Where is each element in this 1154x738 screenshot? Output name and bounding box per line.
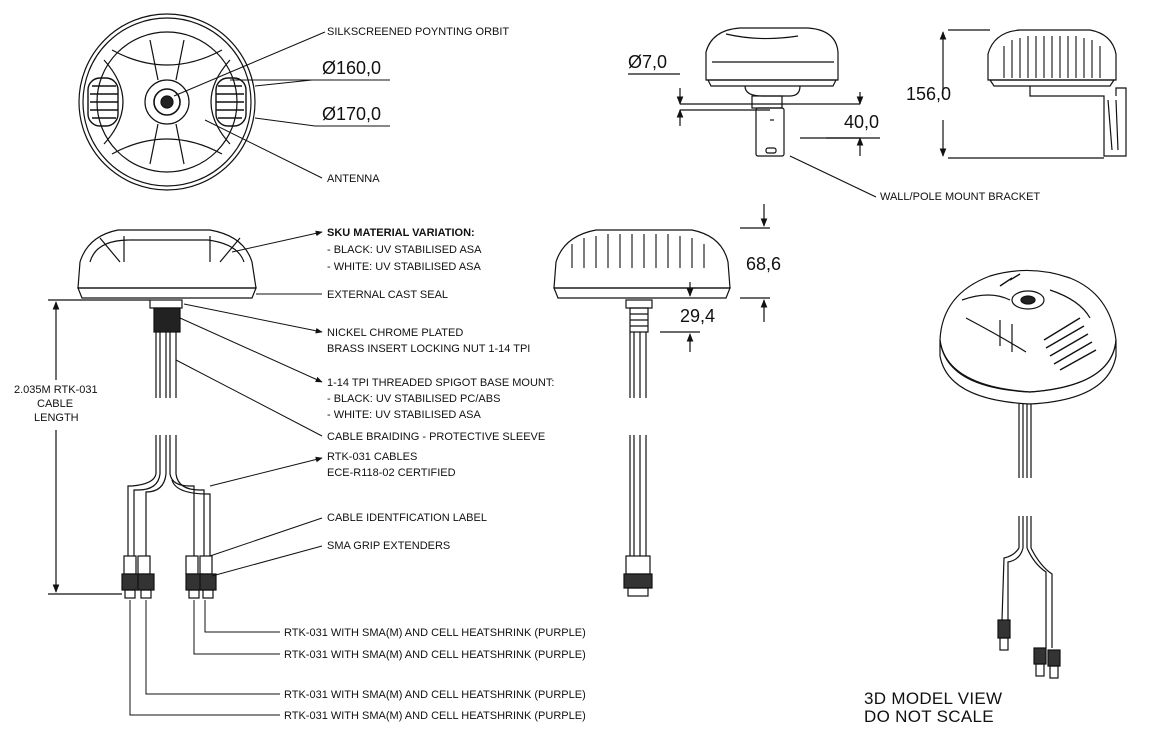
front-view — [48, 229, 257, 599]
wall-mount-callout: WALL/POLE MOUNT BRACKET — [880, 191, 1041, 203]
connector-callout-3: RTK-031 WITH SMA(M) AND CELL HEATSHRINK … — [284, 689, 586, 701]
cables-callout-line1: RTK-031 CABLES — [327, 451, 418, 463]
model-note-line1: 3D MODEL VIEW — [864, 689, 1003, 708]
cable-length-line1: 2.035M RTK-031 — [14, 384, 98, 396]
nut-callout-line1: NICKEL CHROME PLATED — [327, 327, 464, 339]
antenna-callout: ANTENNA — [327, 173, 380, 185]
diameter-160-dimension: Ø160,0 — [322, 58, 382, 78]
middle-front-view — [553, 204, 770, 597]
cast-seal-callout: EXTERNAL CAST SEAL — [327, 289, 449, 301]
cable-length-line3: LENGTH — [34, 412, 79, 424]
model-note-line2: DO NOT SCALE — [864, 707, 994, 726]
height-29-dimension: 29,4 — [680, 306, 716, 326]
nut-callout-line2: BRASS INSERT LOCKING NUT 1-14 TPI — [327, 343, 531, 355]
connector-callout-2: RTK-031 WITH SMA(M) AND CELL HEATSHRINK … — [284, 649, 586, 661]
front-view-leaders — [129, 230, 323, 716]
sku-title: SKU MATERIAL VARIATION: — [327, 227, 475, 239]
silkscreen-callout: SILKSCREENED POYNTING ORBIT — [327, 26, 510, 38]
model-3d-view — [939, 269, 1117, 679]
height-156-dimension: 156,0 — [906, 84, 952, 104]
top-view — [78, 13, 256, 191]
sku-white: - WHITE: UV STABILISED ASA — [327, 261, 481, 273]
spigot-white: - WHITE: UV STABILISED ASA — [327, 409, 481, 421]
sku-black: - BLACK: UV STABILISED ASA — [327, 244, 482, 256]
height-40-dimension: 40,0 — [844, 112, 880, 132]
height-68-dimension: 68,6 — [746, 254, 782, 274]
cables-callout-line2: ECE-R118-02 CERTIFIED — [327, 467, 456, 479]
top-view-leaders — [173, 31, 390, 179]
connector-callout-1: RTK-031 WITH SMA(M) AND CELL HEATSHRINK … — [284, 627, 586, 639]
braiding-callout: CABLE BRAIDING - PROTECTIVE SLEEVE — [327, 431, 546, 443]
diameter-7-dimension: Ø7,0 — [628, 52, 668, 72]
connector-callout-4: RTK-031 WITH SMA(M) AND CELL HEATSHRINK … — [284, 710, 586, 722]
spigot-black: - BLACK: UV STABILISED PC/ABS — [327, 393, 501, 405]
wall-mount-view — [628, 27, 880, 198]
sma-grip-callout: SMA GRIP EXTENDERS — [327, 540, 451, 552]
bracket-side-view — [939, 29, 1127, 159]
cable-label-callout: CABLE IDENTFICATION LABEL — [327, 512, 487, 524]
spigot-callout-line1: 1-14 TPI THREADED SPIGOT BASE MOUNT: — [327, 377, 555, 389]
diameter-170-dimension: Ø170,0 — [322, 104, 382, 124]
cable-length-line2: CABLE — [37, 398, 74, 410]
